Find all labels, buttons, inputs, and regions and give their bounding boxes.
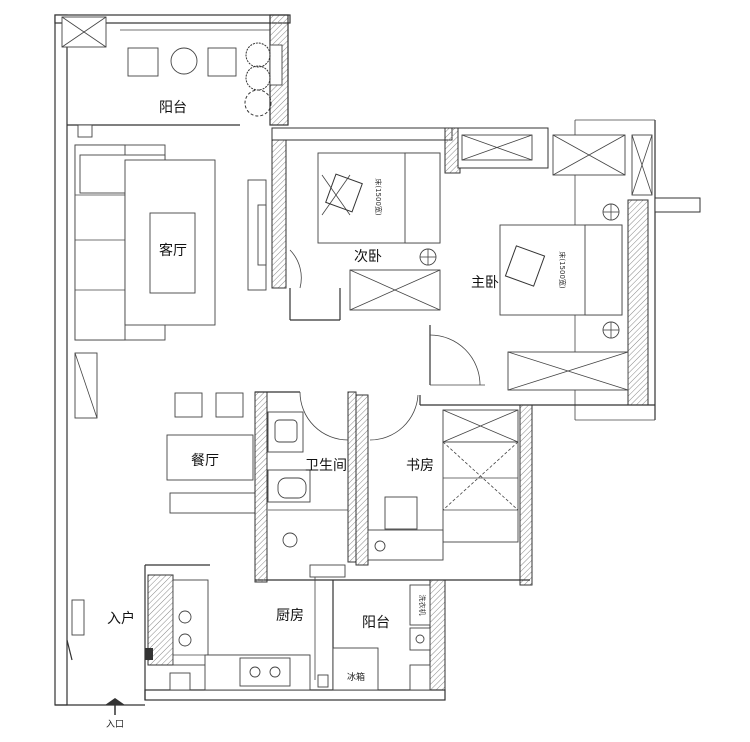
- label-bathroom: 卫生间: [305, 458, 347, 474]
- study: [355, 394, 519, 566]
- label-bed-second: 床(1500宽): [374, 178, 383, 216]
- label-second-bedroom: 次卧: [354, 249, 382, 265]
- second-bedroom: [289, 152, 485, 386]
- label-fridge: 冰箱: [347, 671, 365, 683]
- label-master-bedroom: 主卧: [471, 275, 499, 291]
- label-bed-master: 床(1500宽): [558, 251, 567, 289]
- bathroom: [254, 391, 357, 583]
- master-bedroom: [461, 134, 653, 391]
- label-entrance: 入户: [107, 610, 135, 627]
- balcony-top: [61, 16, 283, 138]
- outer-walls: [54, 14, 701, 706]
- label-entry-marker: 入口: [106, 719, 124, 730]
- label-study: 书房: [406, 458, 434, 474]
- dining-room: [166, 392, 256, 514]
- label-washer: 洗衣机: [418, 595, 427, 616]
- entrance: [66, 599, 153, 715]
- living-room: [74, 144, 267, 419]
- kitchen: [147, 564, 346, 691]
- entry-arrow-icon: [105, 698, 125, 705]
- label-dining-room: 餐厅: [191, 453, 219, 469]
- label-balcony-top: 阳台: [159, 100, 187, 116]
- label-living-room: 客厅: [159, 242, 187, 259]
- label-balcony-bottom: 阳台: [362, 615, 390, 631]
- balcony-bottom: [332, 580, 431, 691]
- label-kitchen: 厨房: [276, 608, 304, 624]
